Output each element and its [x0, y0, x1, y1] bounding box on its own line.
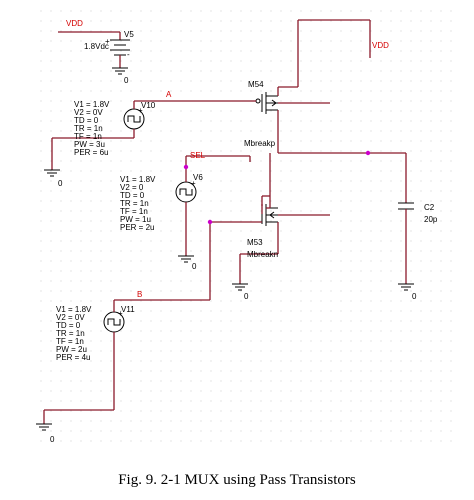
- v10-param: PER = 6u: [74, 148, 108, 157]
- v5-name: V5: [124, 30, 134, 39]
- ground-symbol-v6: [178, 255, 194, 263]
- c2-gnd-label: 0: [412, 292, 417, 301]
- ground-symbol-c2: [398, 283, 414, 291]
- c2-capacitor: [398, 153, 414, 284]
- b-junction-dot: [207, 219, 213, 225]
- ground-symbol-m53: [232, 283, 248, 291]
- v10-param: V1 = 1.8V: [74, 100, 110, 109]
- v11-param: TD = 0: [56, 321, 81, 330]
- v10-gnd-label: 0: [58, 179, 63, 188]
- ground-symbol-v5: [112, 67, 128, 75]
- mux-schematic: + - VDD V5 1.8Vdc 0 + A V10 V1 = 1.8V V2…: [36, 8, 458, 448]
- figure-caption: Fig. 9. 2-1 MUX using Pass Transistors: [118, 472, 356, 488]
- v11-param: PER = 4u: [56, 353, 90, 362]
- v11-params: V1 = 1.8V V2 = 0V TD = 0 TR = 1n TF = 1n…: [56, 305, 92, 362]
- grid-background: [38, 8, 458, 448]
- v10-source: +: [51, 100, 250, 170]
- svg-text:+: +: [191, 179, 196, 188]
- net-label-vdd-right: VDD: [372, 41, 389, 50]
- v11-source: +: [43, 296, 211, 424]
- v11-param: V1 = 1.8V: [56, 305, 92, 314]
- v6-param: TR = 1n: [120, 199, 149, 208]
- v11-param: V2 = 0V: [56, 313, 85, 322]
- v10-param: TR = 1n: [74, 124, 103, 133]
- v6-param: TF = 1n: [120, 207, 148, 216]
- svg-text:+: +: [105, 37, 110, 46]
- v6-param: PER = 2u: [120, 223, 154, 232]
- m53-nmos: [209, 195, 330, 296]
- v11-gnd-label: 0: [50, 435, 55, 444]
- v5-gnd-label: 0: [124, 76, 129, 85]
- v10-param: PW = 3u: [74, 140, 105, 149]
- v10-params: V1 = 1.8V V2 = 0V TD = 0 TR = 1n TF = 1n…: [74, 100, 110, 157]
- v11-param: TF = 1n: [56, 337, 84, 346]
- v6-param: V1 = 1.8V: [120, 175, 156, 184]
- net-label-a: A: [166, 90, 172, 99]
- svg-text:+: +: [118, 309, 123, 318]
- v6-param: V2 = 0: [120, 183, 144, 192]
- v6-param: TD = 0: [120, 191, 145, 200]
- m53-name: M53: [247, 238, 263, 247]
- m53-gnd-label: 0: [244, 292, 249, 301]
- ground-symbol-v11: [36, 423, 52, 431]
- v11-param: TR = 1n: [56, 329, 85, 338]
- svg-text:+: +: [138, 106, 143, 115]
- v10-param: V2 = 0V: [74, 108, 103, 117]
- m54-name: M54: [248, 80, 264, 89]
- v6-name: V6: [193, 173, 203, 182]
- v5-value: 1.8Vdc: [84, 42, 109, 51]
- ground-symbol-v10: [44, 169, 60, 177]
- svg-text:-: -: [127, 50, 130, 59]
- c2-value: 20p: [424, 215, 438, 224]
- m54-pmos: [250, 19, 371, 125]
- v10-name: V10: [141, 101, 156, 110]
- sel-junction-dot: [183, 164, 189, 170]
- v6-param: PW = 1u: [120, 215, 151, 224]
- m53-model: Mbreakn: [247, 250, 278, 259]
- v6-gnd-label: 0: [192, 262, 197, 271]
- v10-param: TF = 1n: [74, 132, 102, 141]
- c2-name: C2: [424, 203, 435, 212]
- junction-dot: [365, 150, 371, 156]
- net-label-sel: SEL: [190, 151, 206, 160]
- v5-source: + -: [58, 31, 130, 68]
- v10-param: TD = 0: [74, 116, 99, 125]
- v11-param: PW = 2u: [56, 345, 87, 354]
- v6-params: V1 = 1.8V V2 = 0 TD = 0 TR = 1n TF = 1n …: [120, 175, 156, 232]
- net-label-vdd-left: VDD: [66, 19, 83, 28]
- output-node: [269, 125, 406, 196]
- net-label-b: B: [137, 290, 142, 299]
- v11-name: V11: [121, 305, 135, 314]
- m54-model: Mbreakp: [244, 139, 276, 148]
